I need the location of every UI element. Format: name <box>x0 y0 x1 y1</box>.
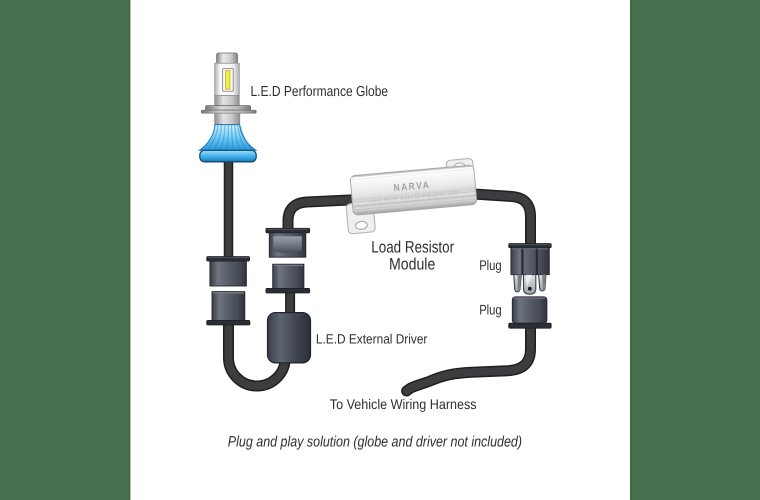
svg-text:Load Resistor: Load Resistor <box>371 239 454 257</box>
svg-text:L.E.D External Driver: L.E.D External Driver <box>316 332 428 347</box>
svg-text:L.E.D Performance Globe: L.E.D Performance Globe <box>251 84 389 100</box>
svg-text:Module: Module <box>389 255 435 273</box>
svg-text:Plug and play solution (globe: Plug and play solution (globe and driver… <box>228 434 522 451</box>
svg-text:To Vehicle Wiring Harness: To Vehicle Wiring Harness <box>330 396 477 412</box>
svg-text:Plug: Plug <box>479 257 502 273</box>
svg-text:Plug: Plug <box>479 301 502 317</box>
svg-text:NARVA: NARVA <box>393 180 431 194</box>
